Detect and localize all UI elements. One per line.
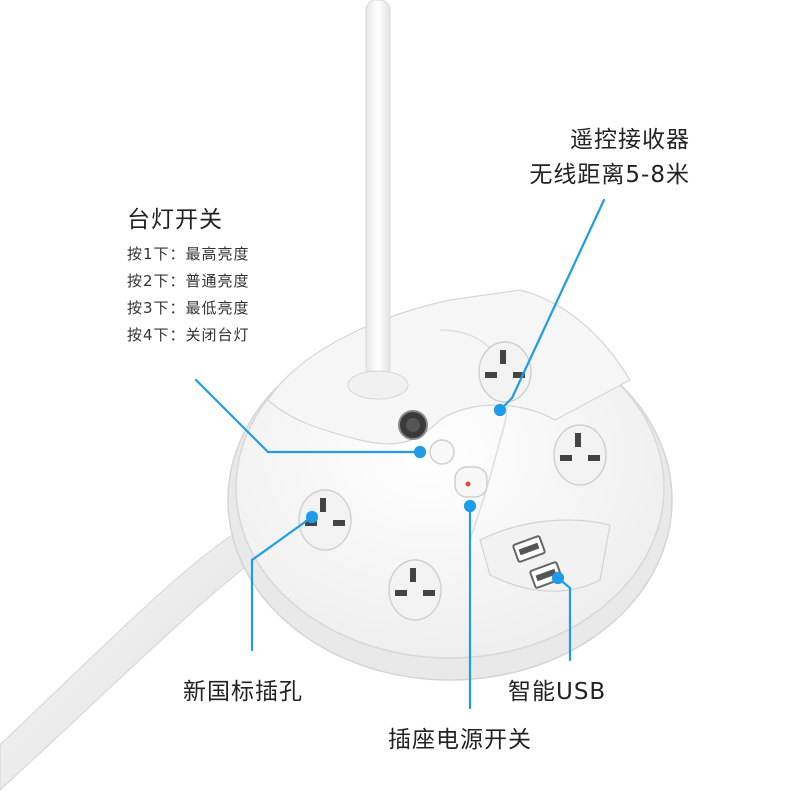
sockets-label: 新国标插孔: [183, 679, 303, 705]
power-switch-button: [454, 466, 488, 498]
usb-module: [479, 519, 611, 592]
pole-collar: [347, 370, 409, 400]
lamp-step-2: 按2下：普通亮度: [127, 272, 250, 290]
lamp-step-3: 按3下：最低亮度: [127, 299, 250, 317]
lamp-step-1: 按1下：最高亮度: [127, 245, 250, 263]
lamp-switch-button: [429, 439, 455, 465]
power-switch-label: 插座电源开关: [388, 727, 532, 753]
lamp-step-4: 按4下：关闭台灯: [127, 326, 250, 344]
outlet-2: [388, 559, 442, 621]
power-cord: [0, 529, 256, 791]
usb-label: 智能USB: [508, 679, 607, 705]
outlet-panel-divider: [439, 329, 509, 541]
outlet-3: [478, 341, 532, 403]
lamp-switch-title: 台灯开关: [127, 207, 223, 233]
outlet-1: [298, 489, 352, 551]
outlet-4: [553, 424, 607, 486]
remote-subtitle: 无线距离5-8米: [529, 162, 690, 188]
remote-title: 遥控接收器: [570, 127, 690, 153]
lamp-pole: [365, 0, 391, 379]
